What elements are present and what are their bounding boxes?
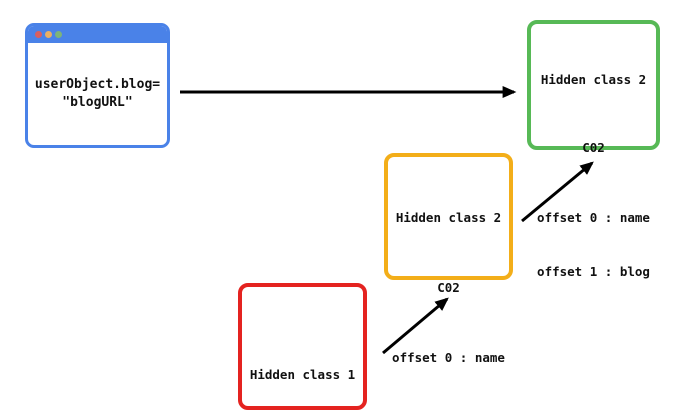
close-dot-icon [35,31,42,38]
box-title: Hidden class 2 [395,210,502,225]
minimize-dot-icon [45,31,52,38]
browser-window: userObject.blog= "blogURL" [25,23,170,148]
maximize-dot-icon [55,31,62,38]
code-line-2: "blogURL" [62,95,133,110]
browser-titlebar [28,26,167,43]
box-title: Hidden class 2 [540,72,647,87]
class-id: C02 [437,280,460,295]
class-id: C02 [582,140,605,155]
browser-code: userObject.blog= "blogURL" [28,43,167,145]
hidden-class-1-box: Hidden class 1 C01 [238,283,367,410]
offset-line: offset 0 : name [537,210,650,225]
hidden-class-2-partial-box: Hidden class 2 C02 offset 0 : name [384,153,513,365]
box-title: Hidden class 1 [249,367,356,382]
offset-line: offset 1 : blog [537,264,650,279]
hidden-class-2-final-box: Hidden class 2 C02 offset 0 : name offse… [527,20,660,279]
code-line-1: userObject.blog= [34,77,161,92]
offset-line: offset 0 : name [392,350,505,365]
